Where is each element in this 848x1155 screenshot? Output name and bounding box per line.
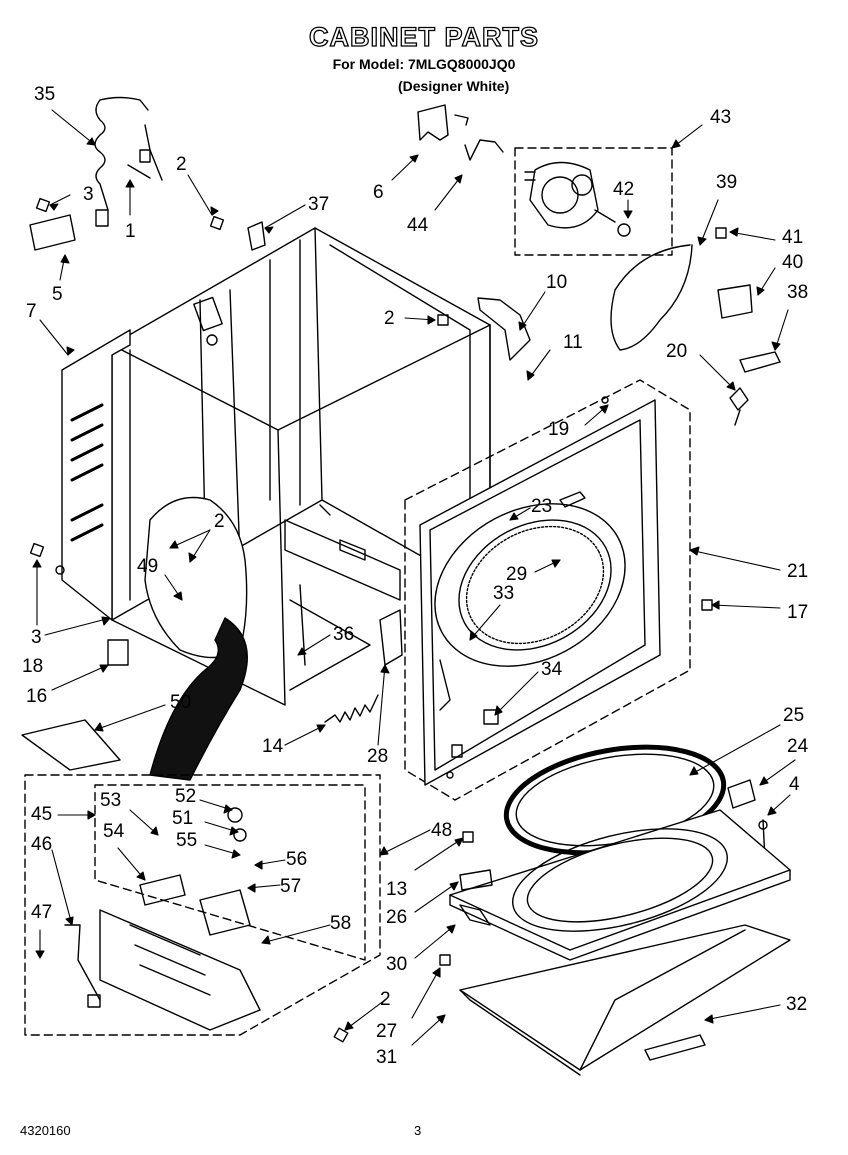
- callout-2: 2: [176, 154, 187, 175]
- callout-29: 29: [506, 564, 528, 585]
- callout-16: 16: [26, 686, 48, 707]
- base-assembly: [333, 744, 791, 1076]
- callout-27: 27: [376, 1021, 398, 1042]
- callout-32: 32: [786, 994, 808, 1015]
- callout-51: 51: [172, 808, 194, 829]
- callout-38: 38: [787, 282, 809, 303]
- callout-21: 21: [787, 561, 809, 582]
- callout-40: 40: [782, 252, 804, 273]
- callout-37: 37: [308, 194, 330, 215]
- callout-55: 55: [176, 830, 198, 851]
- callout-2: 2: [384, 308, 395, 329]
- diagram-title: CABINET PARTS: [308, 21, 539, 52]
- callout-1: 1: [125, 221, 136, 242]
- callout-45: 45: [31, 804, 53, 825]
- callout-4: 4: [789, 774, 800, 795]
- motor-assembly: [514, 147, 673, 256]
- callout-25: 25: [783, 705, 805, 726]
- callout-56: 56: [286, 849, 308, 870]
- callout-30: 30: [386, 954, 408, 975]
- callout-46: 46: [31, 834, 53, 855]
- callout-2: 2: [214, 511, 225, 532]
- small-parts: [21, 96, 781, 861]
- callout-44: 44: [407, 215, 429, 236]
- callout-36: 36: [333, 624, 355, 645]
- callout-11: 11: [563, 332, 583, 353]
- callout-7: 7: [26, 301, 37, 322]
- callout-5: 5: [52, 284, 63, 305]
- callout-49: 49: [137, 556, 159, 577]
- callout-50: 50: [170, 692, 192, 713]
- variant-line: (Designer White): [398, 78, 510, 94]
- callout-3: 3: [83, 184, 94, 205]
- callout-20: 20: [666, 341, 688, 362]
- callout-34: 34: [541, 659, 563, 680]
- callout-52: 52: [175, 786, 197, 807]
- callout-42: 42: [613, 179, 635, 200]
- callout-3: 3: [31, 627, 42, 648]
- callout-19: 19: [548, 419, 570, 440]
- leader-lines: [32, 109, 796, 1046]
- cabinet-body: [55, 227, 491, 706]
- callout-6: 6: [373, 182, 384, 203]
- page-number: 3: [414, 1123, 422, 1138]
- callout-28: 28: [367, 746, 389, 767]
- callout-39: 39: [716, 172, 738, 193]
- callout-33: 33: [493, 583, 515, 604]
- callout-31: 31: [376, 1047, 398, 1068]
- callout-58: 58: [330, 913, 352, 934]
- callout-13: 13: [386, 879, 408, 900]
- callout-47: 47: [31, 902, 53, 923]
- front-panel-group: [404, 379, 691, 801]
- callout-54: 54: [103, 821, 125, 842]
- callout-2: 2: [380, 989, 391, 1010]
- document-number: 4320160: [20, 1123, 71, 1138]
- callout-23: 23: [531, 496, 553, 517]
- callout-14: 14: [262, 736, 284, 757]
- model-line: For Model: 7MLGQ8000JQ0: [332, 56, 516, 72]
- callout-18: 18: [22, 656, 44, 677]
- callout-53: 53: [100, 790, 122, 811]
- callout-17: 17: [787, 602, 809, 623]
- callout-41: 41: [782, 227, 804, 248]
- callout-57: 57: [280, 876, 302, 897]
- callout-43: 43: [710, 107, 732, 128]
- callout-10: 10: [546, 272, 568, 293]
- callout-35: 35: [34, 84, 56, 105]
- burner-group: [24, 774, 381, 1036]
- callout-26: 26: [386, 907, 408, 928]
- callout-24: 24: [787, 736, 809, 757]
- callout-48: 48: [431, 820, 453, 841]
- vent-duct: [149, 617, 248, 781]
